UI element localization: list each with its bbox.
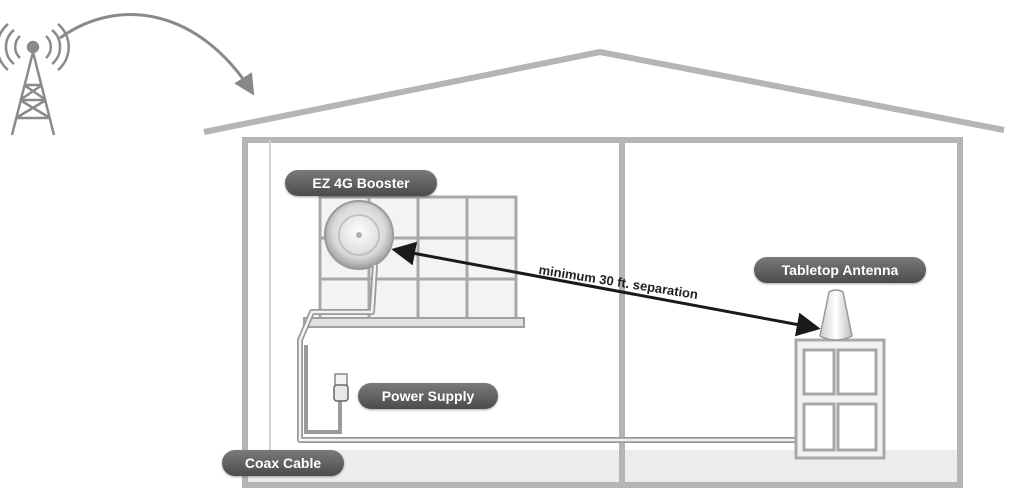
antenna-label: Tabletop Antenna <box>754 257 926 283</box>
house-roof <box>203 49 1005 135</box>
power-cable <box>304 345 342 434</box>
window-sill <box>303 317 525 328</box>
booster-disc-icon <box>324 200 394 270</box>
side-table <box>794 338 886 460</box>
antenna-icon <box>819 289 853 341</box>
power-outlet-icon <box>333 373 349 402</box>
signal-arrow <box>59 13 255 96</box>
cell-tower-icon <box>0 23 70 136</box>
booster-label: EZ 4G Booster <box>285 170 437 196</box>
separation-arrow <box>391 241 821 337</box>
coax-cable-label: Coax Cable <box>222 450 344 476</box>
power-supply-label: Power Supply <box>358 383 498 409</box>
